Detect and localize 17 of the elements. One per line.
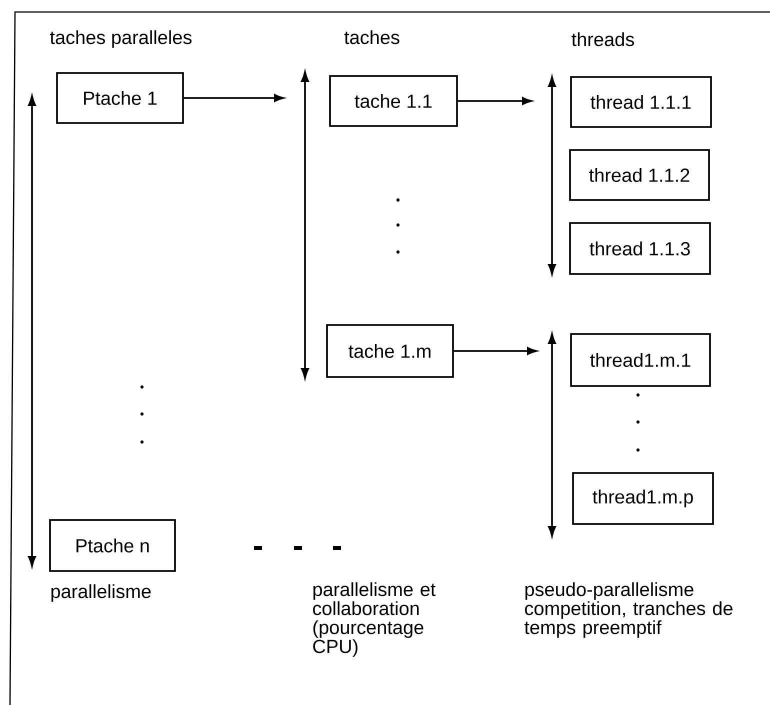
process-box: thread 1.1.2 [569, 149, 710, 201]
process-box: thread1.m.p [572, 472, 714, 525]
process-box: tache 1.m [326, 324, 454, 378]
arrow [458, 97, 532, 105]
arrow [454, 347, 537, 355]
process-box: tache 1.1 [329, 75, 458, 127]
process-box: Ptache 1 [56, 72, 184, 124]
process-box: thread1.m.1 [570, 333, 711, 387]
process-box: Ptache n [49, 519, 176, 572]
arrow [184, 94, 284, 102]
process-box: thread 1.1.3 [569, 222, 711, 275]
column-heading: threads [572, 32, 634, 46]
process-box: thread 1.1.1 [570, 76, 712, 128]
column-heading: taches [344, 30, 400, 44]
caption-text: parallelisme et collaboration (pourcentage CPU) [313, 582, 436, 657]
column-heading: taches paralleles [50, 30, 192, 48]
caption-text: pseudo-parallelisme competition, tranches de temps preemptif [524, 582, 732, 638]
